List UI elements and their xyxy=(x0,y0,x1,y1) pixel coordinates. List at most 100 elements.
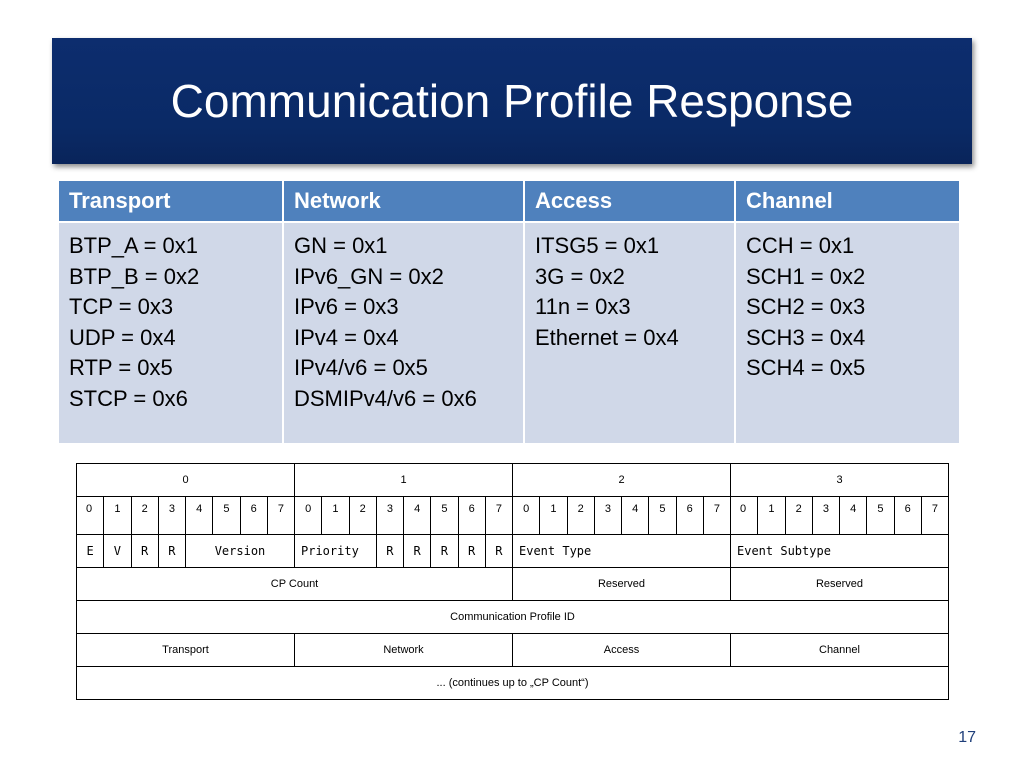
transport-value: BTP_A = 0x1 xyxy=(69,233,199,258)
channel-values-cell: CCH = 0x1 SCH1 = 0x2 SCH2 = 0x3 SCH3 = 0… xyxy=(734,221,961,445)
network-value: GN = 0x1 xyxy=(294,233,388,258)
access-value: Ethernet = 0x4 xyxy=(535,324,679,350)
title-bar: Communication Profile Response xyxy=(52,38,972,164)
profile-table-body-row: BTP_A = 0x1 BTP_B = 0x2 TCP = 0x3 UDP = … xyxy=(57,221,961,445)
field-reserved: Reserved xyxy=(512,567,731,601)
transport-value: UDP = 0x4 xyxy=(69,324,176,350)
profile-fields-row: Transport Network Access Channel xyxy=(76,633,949,667)
bit-index: 5 xyxy=(648,496,677,535)
channel-value: CCH = 0x1 xyxy=(746,233,855,258)
bit-index: 7 xyxy=(702,496,732,535)
field-cp-count: CP Count xyxy=(76,567,513,601)
network-value: IPv6 = 0x3 xyxy=(294,294,399,319)
field-r: R xyxy=(375,534,405,568)
bit-index: 7 xyxy=(266,496,296,535)
bit-index: 2 xyxy=(566,496,595,535)
cp-id-row: Communication Profile ID xyxy=(76,600,949,634)
field-network: Network xyxy=(294,633,513,667)
continuation-note: ... (continues up to „CP Count“) xyxy=(76,666,949,700)
bit-index: 6 xyxy=(239,496,268,535)
bit-index: 5 xyxy=(430,496,459,535)
access-value: 3G = 0x2 xyxy=(535,263,625,289)
transport-values-cell: BTP_A = 0x1 BTP_B = 0x2 TCP = 0x3 UDP = … xyxy=(57,221,284,445)
field-v: V xyxy=(103,534,132,568)
octet-label: 0 xyxy=(76,463,295,497)
bit-index: 1 xyxy=(321,496,350,535)
field-transport: Transport xyxy=(76,633,295,667)
bit-index: 6 xyxy=(457,496,486,535)
octet-label: 3 xyxy=(730,463,949,497)
field-access: Access xyxy=(512,633,731,667)
bit-index: 5 xyxy=(212,496,241,535)
bit-index: 6 xyxy=(675,496,704,535)
network-value: IPv6_GN = 0x2 xyxy=(294,263,444,289)
access-value: 11n = 0x3 xyxy=(535,294,631,319)
profile-table: Transport Network Access Channel BTP_A =… xyxy=(57,179,961,445)
transport-value: STCP = 0x6 xyxy=(69,385,188,411)
field-r: R xyxy=(402,534,432,568)
transport-value: BTP_B = 0x2 xyxy=(69,263,200,289)
field-r: R xyxy=(457,534,486,568)
bit-index: 3 xyxy=(375,496,405,535)
bit-index: 0 xyxy=(293,496,323,535)
field-e: E xyxy=(75,534,105,568)
bit-index: 2 xyxy=(784,496,813,535)
bit-index: 4 xyxy=(620,496,650,535)
field-r: R xyxy=(430,534,459,568)
header-channel: Channel xyxy=(734,179,961,223)
header-network: Network xyxy=(282,179,525,223)
field-version: Version xyxy=(185,534,295,568)
bit-index: 7 xyxy=(484,496,514,535)
slide-title: Communication Profile Response xyxy=(170,75,854,127)
bit-index: 1 xyxy=(757,496,786,535)
header-access: Access xyxy=(523,179,736,223)
access-value: ITSG5 = 0x1 xyxy=(535,233,660,258)
field-communication-profile-id: Communication Profile ID xyxy=(76,600,949,634)
bit-index: 6 xyxy=(893,496,922,535)
field-channel: Channel xyxy=(730,633,949,667)
cp-count-row: CP Count Reserved Reserved xyxy=(76,567,949,601)
access-values-cell: ITSG5 = 0x1 3G = 0x2 11n = 0x3 Ethernet … xyxy=(523,221,736,445)
continuation-row: ... (continues up to „CP Count“) xyxy=(76,666,949,700)
network-values-cell: GN = 0x1 IPv6_GN = 0x2 IPv6 = 0x3 IPv4 =… xyxy=(282,221,525,445)
bit-index: 4 xyxy=(402,496,432,535)
network-value: IPv4 = 0x4 xyxy=(294,324,399,350)
bit-index: 2 xyxy=(348,496,377,535)
bit-index: 1 xyxy=(103,496,132,535)
field-reserved: Reserved xyxy=(730,567,949,601)
header-transport: Transport xyxy=(57,179,284,223)
channel-value: SCH2 = 0x3 xyxy=(746,294,866,319)
field-event-subtype: Event Subtype xyxy=(730,534,949,568)
channel-value: SCH3 = 0x4 xyxy=(746,324,866,350)
bit-index: 0 xyxy=(729,496,759,535)
field-r: R xyxy=(130,534,159,568)
bit-index: 3 xyxy=(157,496,187,535)
bit-index: 7 xyxy=(920,496,950,535)
network-value: DSMIPv4/v6 = 0x6 xyxy=(294,385,477,411)
bit-index: 4 xyxy=(838,496,868,535)
transport-value: RTP = 0x5 xyxy=(69,355,173,380)
bit-index: 0 xyxy=(75,496,105,535)
network-value: IPv4/v6 = 0x5 xyxy=(294,355,428,380)
bit-layout-table: 0 1 2 3 0 1 2 3 4 5 6 7 0 1 2 3 4 5 6 7 … xyxy=(75,463,950,700)
bit-index-row: 0 1 2 3 4 5 6 7 0 1 2 3 4 5 6 7 0 1 2 3 … xyxy=(75,496,950,535)
octet-label: 2 xyxy=(512,463,731,497)
octet-row: 0 1 2 3 xyxy=(76,463,949,497)
bit-index: 2 xyxy=(130,496,159,535)
transport-value: TCP = 0x3 xyxy=(69,294,174,319)
field-event-type: Event Type xyxy=(512,534,731,568)
bit-index: 1 xyxy=(539,496,568,535)
octet-label: 1 xyxy=(294,463,513,497)
page-number: 17 xyxy=(958,729,976,746)
bit-index: 5 xyxy=(866,496,895,535)
field-priority: Priority xyxy=(294,534,377,568)
bit-index: 3 xyxy=(811,496,841,535)
channel-value: SCH1 = 0x2 xyxy=(746,263,866,289)
bit-index: 3 xyxy=(593,496,623,535)
header-fields-row: E V R R Version Priority R R R R R Event… xyxy=(75,534,949,568)
bit-index: 0 xyxy=(511,496,541,535)
bit-index: 4 xyxy=(184,496,214,535)
field-r: R xyxy=(157,534,187,568)
field-r: R xyxy=(484,534,514,568)
channel-value: SCH4 = 0x5 xyxy=(746,355,866,380)
